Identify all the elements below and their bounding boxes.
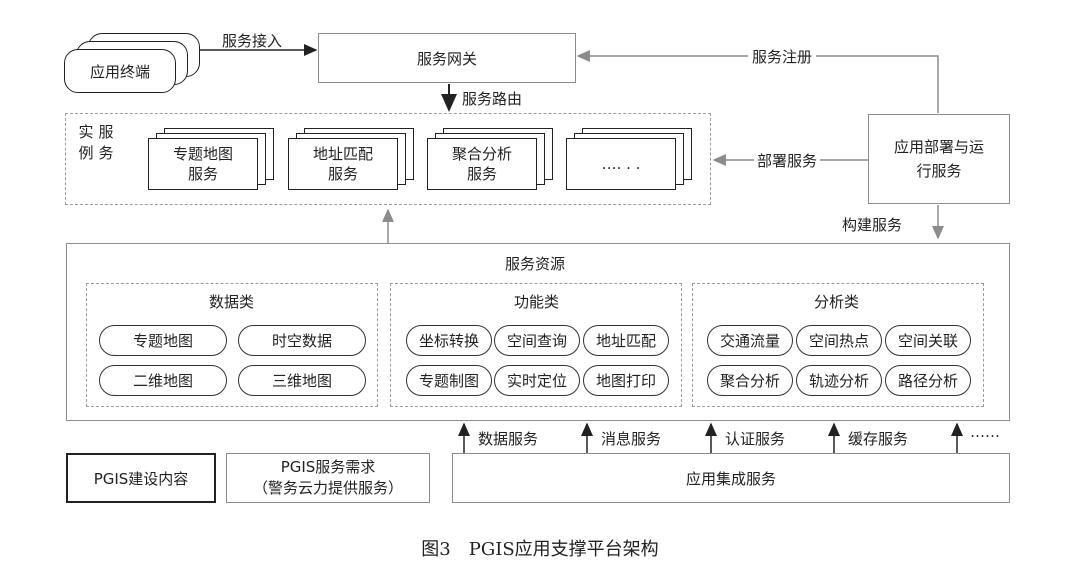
resource-item: 空间关联	[885, 325, 971, 356]
resource-item: 聚合分析	[707, 365, 793, 396]
deploy-line2: 行服务	[916, 162, 962, 180]
terminal-box: 应用终端	[64, 49, 176, 93]
card-line2: 服务	[327, 165, 358, 183]
integration-service-cache: 缓存服务	[848, 430, 909, 448]
legend-pgis-need: PGIS服务需求 （警务云力提供服务）	[226, 453, 430, 503]
resource-item: 实时定位	[494, 365, 580, 396]
resource-item: 轨迹分析	[796, 365, 882, 396]
card-line1: 专题地图	[172, 145, 233, 163]
integration-service-message: 消息服务	[601, 430, 662, 448]
integration-label: 应用集成服务	[685, 469, 776, 488]
service-instances-panel	[65, 113, 711, 205]
instance-card-address-match: 地址匹配 服务	[288, 128, 418, 190]
figure-caption: 图3 PGIS应用支撑平台架构	[421, 539, 659, 560]
integration-service-data: 数据服务	[478, 430, 539, 448]
resource-item: 地址匹配	[583, 325, 669, 356]
card-line1: 地址匹配	[312, 145, 373, 163]
legend-pgis-build-label: PGIS建设内容	[93, 469, 189, 488]
integration-box: 应用集成服务	[452, 453, 1010, 503]
register-label: 服务注册	[748, 46, 817, 67]
resource-item: 专题地图	[99, 325, 227, 356]
function-category-title: 功能类	[514, 293, 560, 311]
resource-item: 交通流量	[707, 325, 793, 356]
build-label: 构建服务	[842, 216, 903, 234]
deploy-line1: 应用部署与运	[893, 138, 984, 156]
resource-item: 路径分析	[885, 365, 971, 396]
resources-title: 服务资源	[505, 255, 566, 273]
analysis-category-panel	[692, 283, 984, 407]
instance-card-more: …. . .	[566, 128, 696, 190]
access-label: 服务接入	[222, 32, 283, 50]
card-line2: 服务	[187, 165, 218, 183]
card-front: 地址匹配 服务	[288, 138, 398, 190]
instances-col1: 实例	[78, 123, 94, 162]
service-resources-panel	[66, 243, 1010, 421]
card-line1: …. . .	[601, 155, 641, 173]
resource-item: 空间热点	[796, 325, 882, 356]
instance-card-thematic-map: 专题地图 服务	[148, 128, 278, 190]
resource-item: 专题制图	[406, 365, 492, 396]
routing-label: 服务路由	[462, 90, 523, 108]
function-category-panel	[390, 283, 682, 407]
legend-need-line2: （警务云力提供服务）	[252, 479, 403, 497]
analysis-category-title: 分析类	[814, 293, 860, 311]
terminal-stack: 应用终端	[64, 33, 204, 95]
instances-col2: 服务	[98, 123, 114, 162]
deploy-run-box: 应用部署与运 行服务	[868, 114, 1010, 204]
deploy-label: 部署服务	[754, 150, 821, 171]
card-front: 聚合分析 服务	[427, 138, 537, 190]
card-front: 专题地图 服务	[148, 138, 258, 190]
resource-item: 坐标转换	[406, 325, 492, 356]
resource-item: 三维地图	[238, 365, 366, 396]
data-category-title: 数据类	[209, 293, 255, 311]
legend-pgis-build: PGIS建设内容	[66, 453, 216, 503]
card-line2: 服务	[466, 165, 497, 183]
card-front: …. . .	[566, 138, 676, 190]
gateway-label: 服务网关	[416, 49, 477, 68]
resource-item: 二维地图	[99, 365, 227, 396]
resource-item: 空间查询	[494, 325, 580, 356]
gateway-box: 服务网关	[318, 33, 576, 83]
resource-item: 地图打印	[583, 365, 669, 396]
data-category-panel	[86, 283, 378, 407]
card-line1: 聚合分析	[451, 145, 512, 163]
legend-need-line1: PGIS服务需求	[280, 458, 376, 476]
instance-card-aggregation: 聚合分析 服务	[427, 128, 557, 190]
resource-item: 时空数据	[238, 325, 366, 356]
integration-service-auth: 认证服务	[725, 430, 786, 448]
terminal-label: 应用终端	[89, 62, 150, 81]
integration-service-more: ……	[970, 423, 1000, 441]
